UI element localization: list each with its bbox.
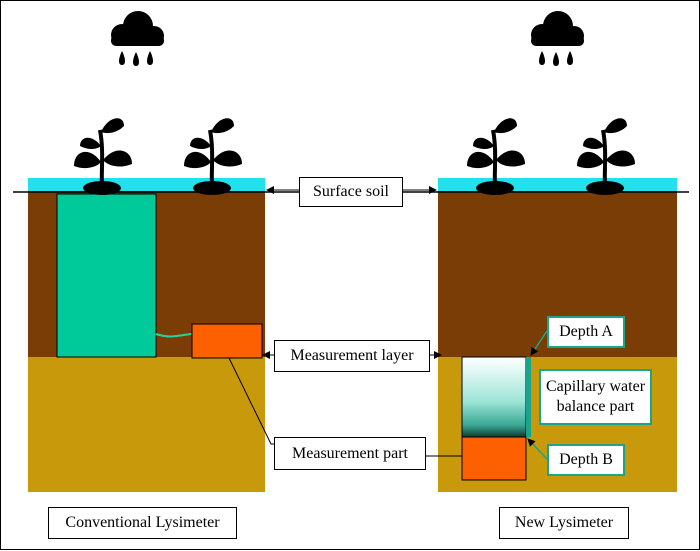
conventional-lysimeter-caption: Conventional Lysimeter [48, 507, 237, 539]
measurement-layer-label: Measurement layer [274, 340, 430, 372]
conventional-lysimeter-body [56, 193, 157, 358]
surface-soil-layer-right [438, 178, 677, 191]
rain-cloud-icon [111, 11, 164, 66]
arrow-depth-b [527, 438, 548, 460]
surface-soil-label: Surface soil [299, 177, 403, 207]
capillary-water-balance-part [461, 356, 527, 438]
new-lysimeter-caption: New Lysimeter [499, 507, 629, 539]
measurement-box-right [461, 436, 527, 481]
rain-cloud-icon [531, 11, 584, 66]
depth-a-label: Depth A [547, 316, 625, 348]
depth-b-label: Depth B [547, 444, 625, 476]
capillary-water-balance-label: Capillary water balance part [539, 369, 652, 425]
measurement-part-label: Measurement part [274, 437, 426, 470]
arrow-depth-a [530, 330, 548, 356]
drain-pipe [155, 333, 193, 338]
connector-measurement-part-left [228, 357, 274, 445]
measurement-box-left [191, 323, 263, 359]
lower-soil-left [28, 357, 265, 492]
capillary-side-strip [526, 357, 531, 437]
